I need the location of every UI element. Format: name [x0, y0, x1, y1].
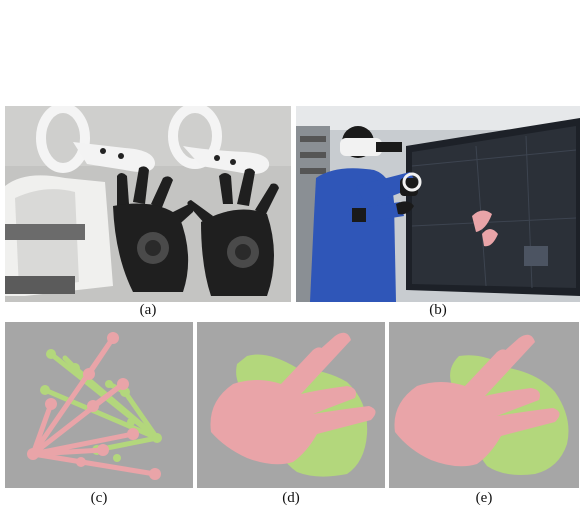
- caption-e: (e): [475, 490, 493, 506]
- haptic-glove-right: [187, 168, 279, 296]
- panel-d-render: [197, 322, 385, 488]
- user-figure: [310, 126, 422, 302]
- panel-b-photo: [296, 106, 580, 302]
- pink-hand-mesh: [394, 334, 560, 467]
- vr-controller-right: [168, 106, 270, 174]
- panel-b-illustration: [296, 106, 580, 302]
- caption-b: (b): [429, 302, 447, 318]
- display-screen: [406, 118, 580, 296]
- caption-c: (c): [90, 490, 108, 506]
- panel-a-photo: [5, 106, 291, 302]
- vr-headset: [5, 175, 113, 296]
- panel-c-render: [5, 322, 193, 488]
- pink-hand-mesh: [210, 332, 376, 465]
- panel-e-mesh-hands: [389, 322, 579, 488]
- caption-d: (d): [282, 490, 300, 506]
- panel-e-render: [389, 322, 579, 488]
- pink-hand-skeleton: [27, 332, 161, 480]
- panel-c-skeleton-hands: [5, 322, 193, 488]
- vr-controller-left: [36, 106, 155, 173]
- haptic-glove-left: [113, 166, 194, 292]
- panel-a-illustration: [5, 106, 291, 302]
- caption-a: (a): [139, 302, 157, 318]
- panel-d-mesh-hands: [197, 322, 385, 488]
